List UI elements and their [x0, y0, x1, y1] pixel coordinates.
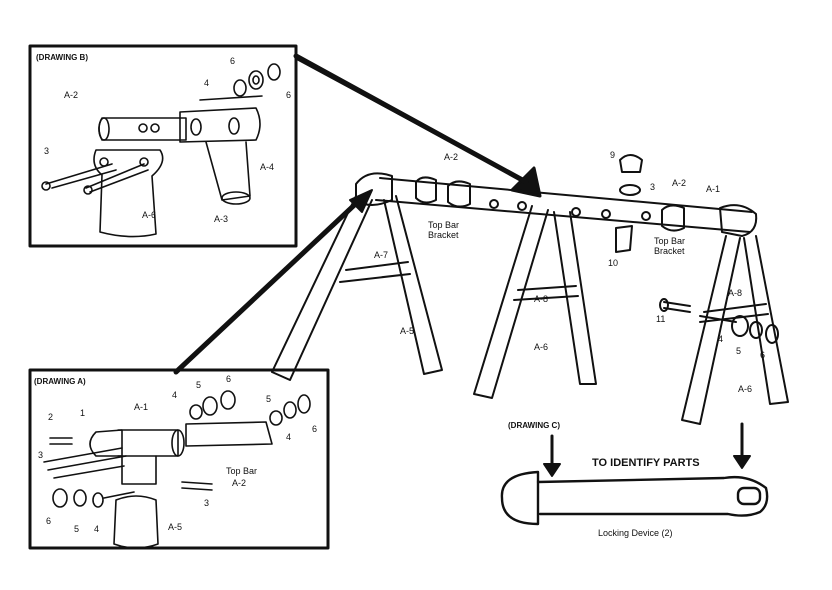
drawing-c-title: (DRAWING C): [508, 421, 560, 430]
swing-set-frame: [271, 154, 789, 425]
drawing-a-parts: [43, 390, 311, 549]
to-identify-parts: TO IDENTIFY PARTS: [592, 457, 700, 469]
label-frame-a2-right: A-2: [672, 178, 686, 188]
label-frame-a6-right: A-6: [738, 384, 752, 394]
label-frame-11: 11: [656, 314, 665, 324]
label-a-a5: A-5: [168, 522, 182, 532]
label-a-5a: 5: [196, 380, 201, 390]
label-frame-4: 4: [718, 334, 723, 344]
arrow-drawing-a: [349, 189, 373, 213]
drawing-a-title: (DRAWING A): [34, 377, 86, 386]
label-a-4b: 4: [286, 432, 291, 442]
label-frame-a8-right: A-8: [728, 288, 742, 298]
label-b-a2: A-2: [64, 90, 78, 100]
top-bar-bracket-left-1: Top Bar: [428, 220, 459, 230]
drawing-b-parts: [41, 63, 281, 238]
label-a-6a: 6: [226, 374, 231, 384]
label-frame-a2-left: A-2: [444, 152, 458, 162]
label-a-2: 2: [48, 412, 53, 422]
label-frame-a6-mid: A-6: [534, 342, 548, 352]
locking-device-drawing: [500, 470, 769, 526]
label-b-a4: A-4: [260, 162, 274, 172]
locking-device-label: Locking Device (2): [598, 528, 673, 538]
label-frame-9: 9: [610, 150, 615, 160]
labels: (DRAWING B) (DRAWING A) (DRAWING C) A-2 …: [34, 53, 765, 538]
label-frame-a1: A-1: [706, 184, 720, 194]
arrow-down-right: [733, 455, 751, 469]
drawing-a-frame: [28, 368, 330, 550]
label-a-6b: 6: [312, 424, 317, 434]
label-frame-a5: A-5: [400, 326, 414, 336]
label-b-a3: A-3: [214, 214, 228, 224]
drawing-b-title: (DRAWING B): [36, 53, 88, 62]
label-a-4c: 4: [94, 524, 99, 534]
label-a-3a: 3: [38, 450, 43, 460]
arrow-down-left: [543, 463, 561, 477]
top-bar-a2-1: Top Bar: [226, 466, 257, 476]
label-b-6a: 6: [230, 56, 235, 66]
label-frame-5: 5: [736, 346, 741, 356]
label-frame-a8-mid: A-8: [534, 294, 548, 304]
label-b-6b: 6: [286, 90, 291, 100]
label-a-4a: 4: [172, 390, 177, 400]
top-bar-bracket-left-2: Bracket: [428, 230, 459, 240]
label-b-3: 3: [44, 146, 49, 156]
label-a-6c: 6: [46, 516, 51, 526]
label-a-3b: 3: [204, 498, 209, 508]
label-b-a6: A-6: [142, 210, 156, 220]
label-frame-10: 10: [608, 258, 618, 268]
label-frame-3: 3: [650, 182, 655, 192]
top-bar-bracket-right-2: Bracket: [654, 246, 685, 256]
label-a-a1: A-1: [134, 402, 148, 412]
label-b-4: 4: [204, 78, 209, 88]
label-frame-6: 6: [760, 350, 765, 360]
label-a-5b: 5: [266, 394, 271, 404]
drawing-b-frame: [28, 44, 298, 248]
label-frame-a7: A-7: [374, 250, 388, 260]
label-a-5c: 5: [74, 524, 79, 534]
label-a-1: 1: [80, 408, 85, 418]
top-bar-a2-2: A-2: [232, 478, 246, 488]
top-bar-bracket-right-1: Top Bar: [654, 236, 685, 246]
